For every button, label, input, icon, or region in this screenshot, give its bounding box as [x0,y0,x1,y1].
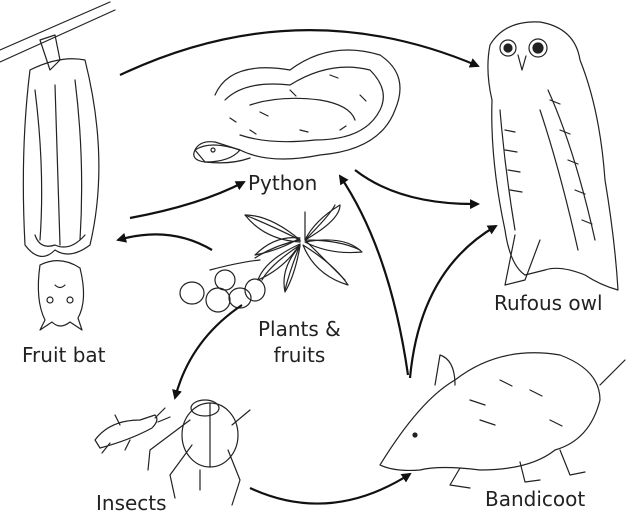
plants-label-line1: Plants & [258,317,341,341]
bandicoot-illustration [379,352,626,489]
arrow-python-to-owl [354,169,480,210]
rufous-owl-illustration [487,21,619,291]
fruit-bat-label: Fruit bat [22,343,106,367]
plants-fruits-label: Plants & fruits [258,316,341,368]
bandicoot-label: Bandicoot [485,487,586,511]
python-label: Python [248,171,318,195]
insects-label: Insects [96,491,167,515]
fruit-bat-illustration [0,1,116,331]
rufous-owl-label: Rufous owl [494,291,603,315]
arrow-bandicoot-to-owl [408,224,498,379]
arrow-plants-to-insects [172,304,243,400]
arrow-bat-to-owl [119,29,480,76]
arrow-bat-to-python [129,181,246,220]
insects-illustration [94,399,251,506]
arrow-bandicoot-to-python [338,174,410,376]
python-illustration [193,49,401,164]
arrow-plants-to-bat [116,232,213,251]
plants-fruits-illustration [179,204,363,313]
plants-label-line2: fruits [273,343,326,367]
arrow-insects-to-bandicoot [249,472,412,505]
